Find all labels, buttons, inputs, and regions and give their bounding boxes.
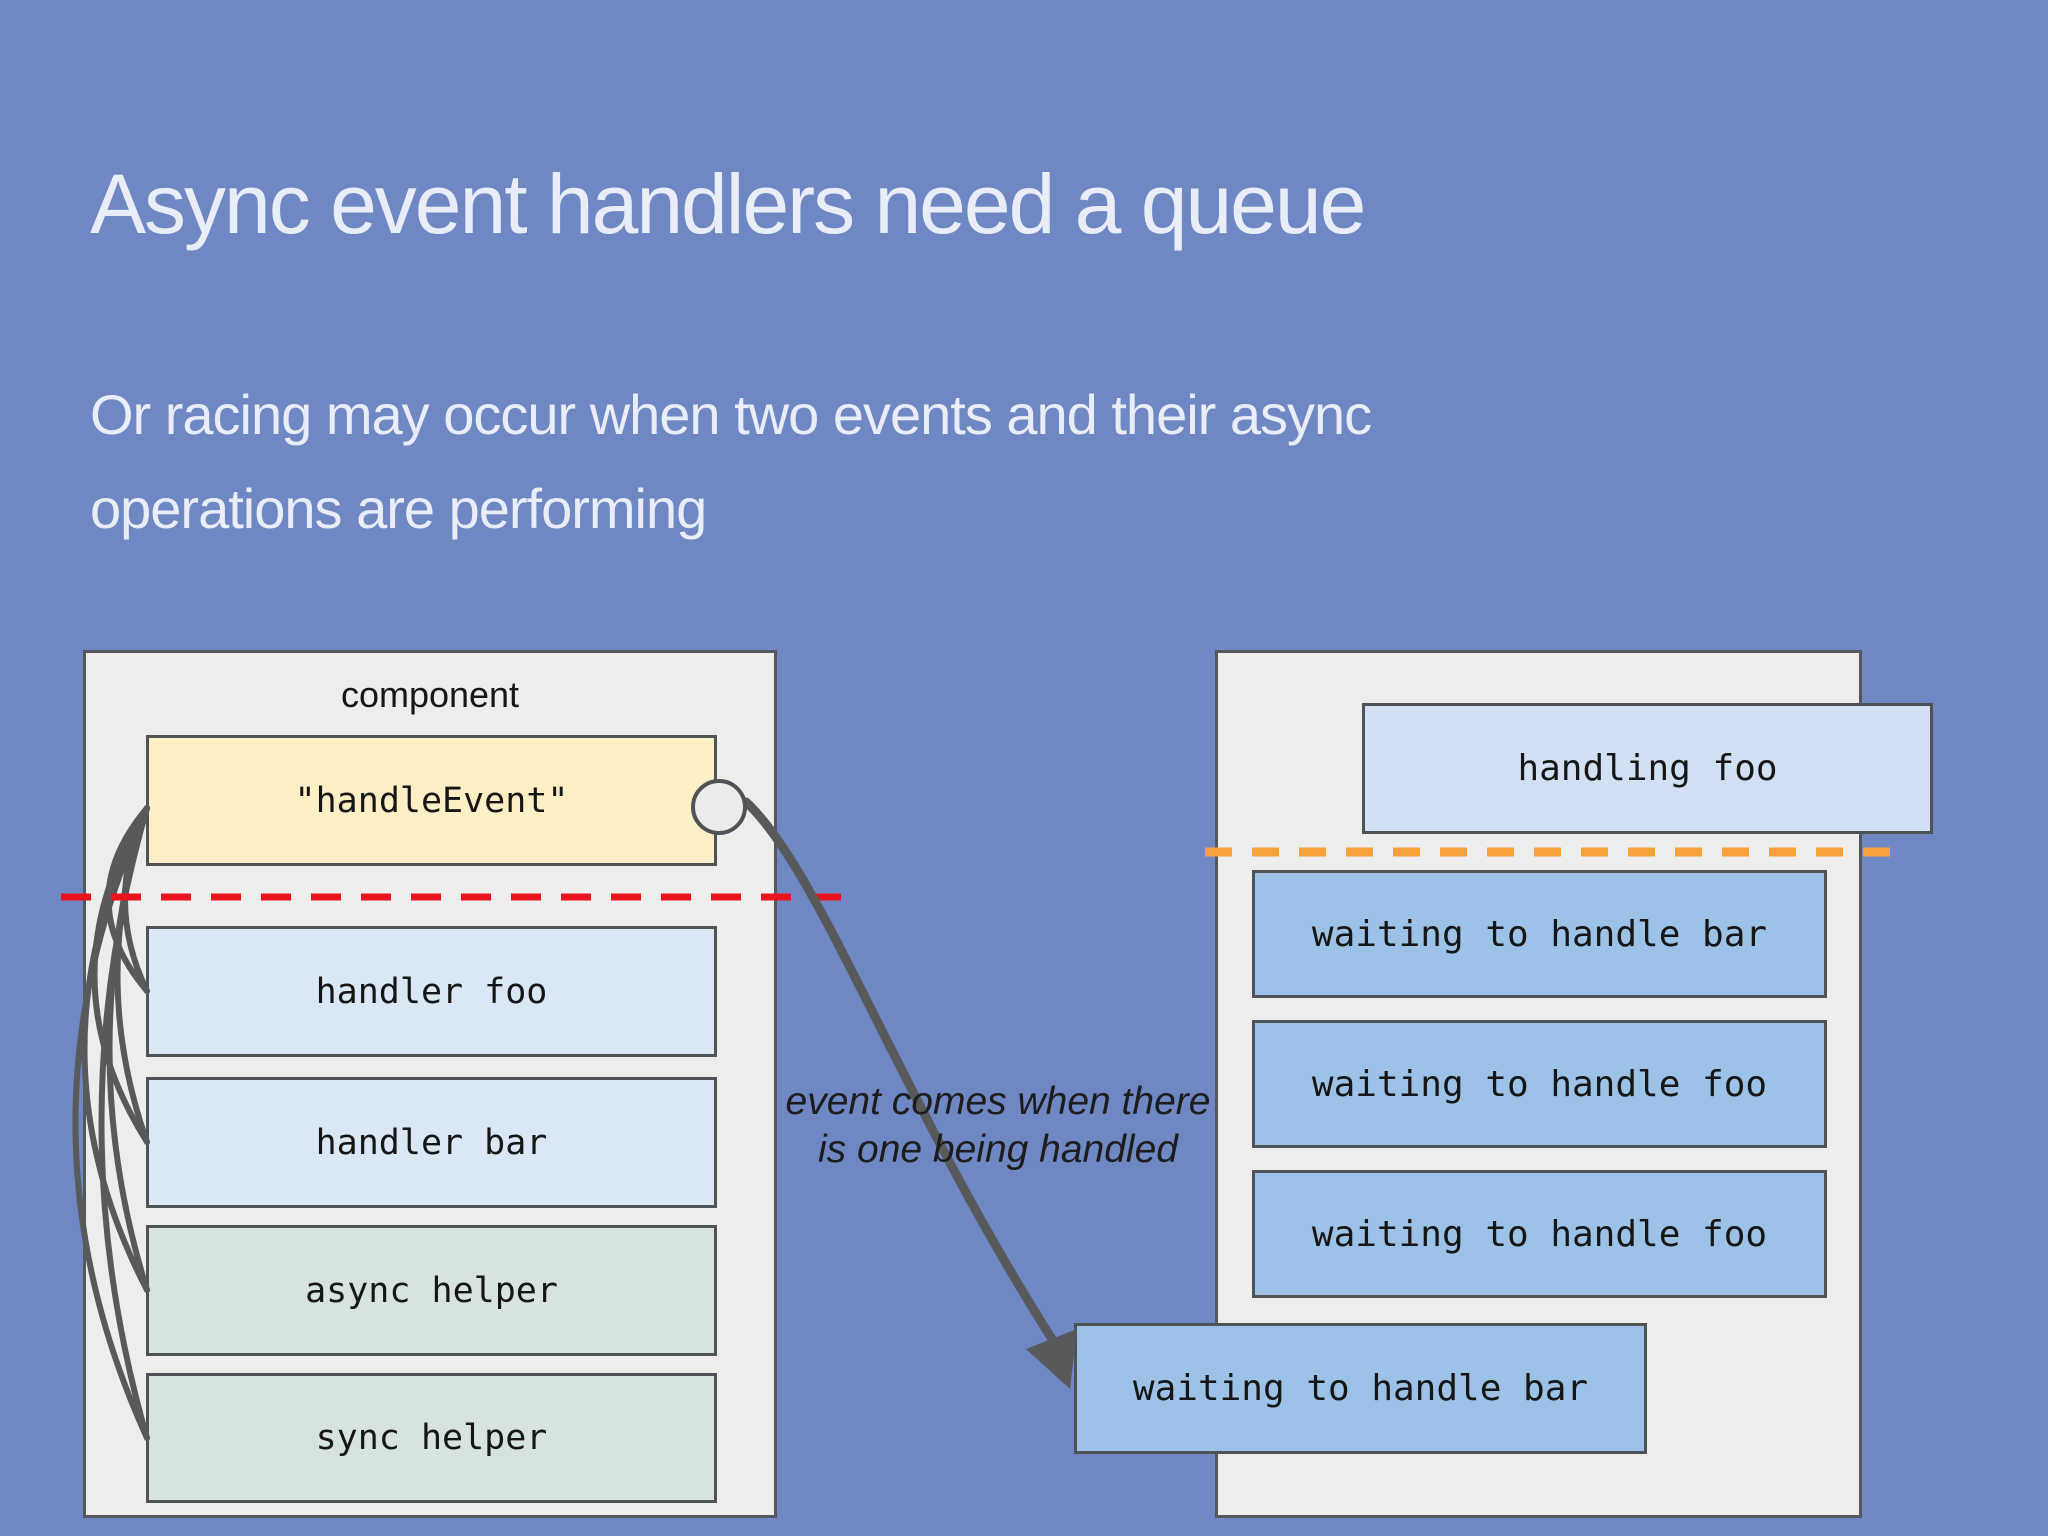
sync-helper-box: sync helper <box>146 1373 717 1503</box>
waiting-box-3: waiting to handle foo <box>1252 1170 1827 1298</box>
slide-title: Async event handlers need a queue <box>90 157 1366 251</box>
handler-bar-box: handler bar <box>146 1077 717 1208</box>
waiting-box-2: waiting to handle foo <box>1252 1020 1827 1148</box>
incoming-event-box: waiting to handle bar <box>1074 1323 1647 1454</box>
handling-foo-box: handling foo <box>1362 703 1933 834</box>
event-arrow <box>741 797 1057 1344</box>
annotation-line-1: event comes when there <box>785 1080 1211 1123</box>
subtitle-line-2: operations are performing <box>90 477 707 540</box>
waiting-box-1: waiting to handle bar <box>1252 870 1827 998</box>
annotation-text: event comes when there is one being hand… <box>758 1078 1238 1174</box>
slide-subtitle: Or racing may occur when two events and … <box>90 368 1372 556</box>
component-label: component <box>340 674 520 715</box>
async-helper-box: async helper <box>146 1225 717 1356</box>
subtitle-line-1: Or racing may occur when two events and … <box>90 383 1372 446</box>
handle-event-box: "handleEvent" <box>146 735 717 866</box>
annotation-line-2: is one being handled <box>818 1128 1178 1171</box>
handler-foo-box: handler foo <box>146 926 717 1057</box>
arrowhead-icon <box>1026 1329 1077 1389</box>
